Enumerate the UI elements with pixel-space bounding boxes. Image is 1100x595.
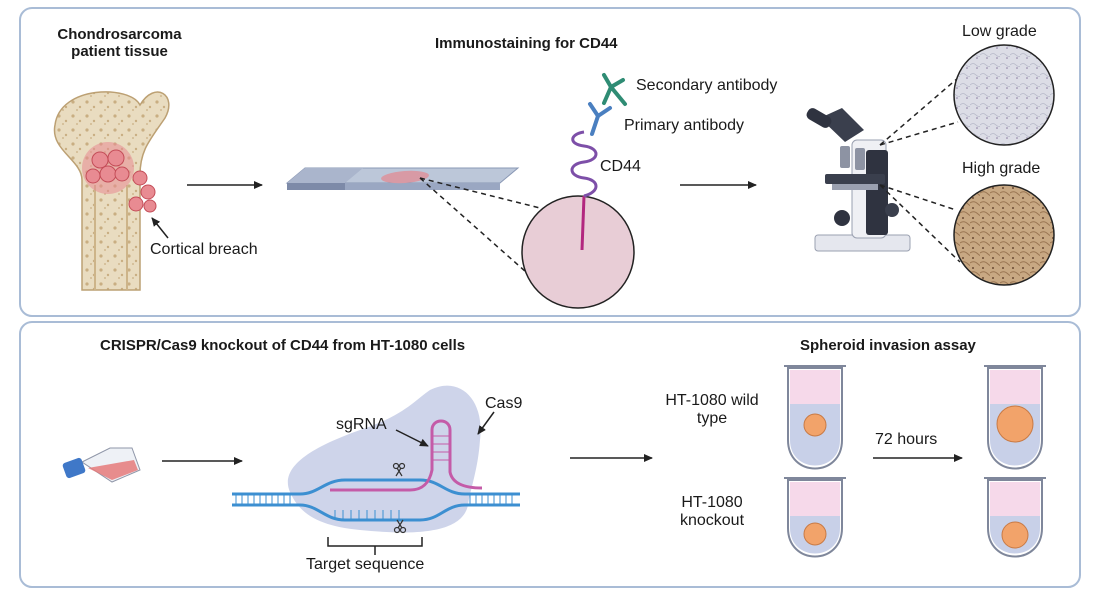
wild-type-label: HT-1080 wild type bbox=[650, 392, 774, 428]
cd44-receptor-icon bbox=[570, 130, 598, 251]
cas9-pointer bbox=[477, 411, 495, 435]
cortical-breach-label: Cortical breach bbox=[150, 241, 258, 258]
secondary-antibody-label: Secondary antibody bbox=[636, 77, 778, 94]
cortical-breach-pointer bbox=[151, 217, 169, 239]
well-knockout-72h bbox=[984, 477, 1046, 558]
wild-type-label-line2: type bbox=[696, 410, 728, 427]
tissue-title-line1: Chondrosarcoma bbox=[57, 26, 182, 43]
zoom-line-low-2 bbox=[879, 121, 959, 146]
spheroid-title: Spheroid invasion assay bbox=[800, 337, 976, 354]
zoom-line-low-1 bbox=[879, 77, 959, 146]
bottom-panel bbox=[19, 321, 1081, 588]
target-sequence-bracket bbox=[327, 537, 423, 555]
sgrna-label: sgRNA bbox=[336, 416, 387, 433]
time-label: 72 hours bbox=[875, 431, 938, 448]
tumor-cells-icon bbox=[82, 142, 157, 213]
crispr-title: CRISPR/Cas9 knockout of CD44 from HT-108… bbox=[100, 337, 466, 354]
sgrna-base-pairs bbox=[432, 435, 450, 461]
high-grade-histology-image bbox=[953, 184, 1055, 286]
secondary-antibody-icon bbox=[602, 73, 627, 106]
zoom-line-high-1 bbox=[879, 184, 957, 211]
knockout-label-line2: knockout bbox=[679, 512, 745, 529]
zoom-line-2 bbox=[419, 177, 527, 273]
primary-antibody-label: Primary antibody bbox=[624, 117, 745, 134]
cd44-label: CD44 bbox=[600, 158, 641, 175]
cas9-label: Cas9 bbox=[485, 395, 523, 412]
high-grade-label: High grade bbox=[962, 160, 1041, 177]
target-sequence-label: Target sequence bbox=[306, 556, 425, 573]
cas9-protein-icon bbox=[287, 385, 481, 533]
scissors-icon bbox=[392, 462, 407, 534]
knockout-label-line1: HT-1080 bbox=[681, 494, 743, 511]
sgrna-pointer bbox=[395, 429, 429, 447]
immunostaining-title: Immunostaining for CD44 bbox=[435, 35, 618, 52]
microscope-icon bbox=[806, 108, 911, 252]
well-wild-type-72h bbox=[984, 365, 1046, 470]
zoom-line-1 bbox=[419, 177, 541, 209]
glass-slide-icon bbox=[285, 167, 520, 190]
cell-culture-flask-icon bbox=[62, 447, 141, 483]
well-wild-type-0h bbox=[784, 365, 846, 470]
tissue-cell-circle bbox=[521, 195, 635, 309]
wild-type-label-line1: HT-1080 wild bbox=[665, 392, 759, 409]
tissue-title-line2: patient tissue bbox=[71, 43, 168, 60]
dna-base-pairs bbox=[235, 494, 513, 520]
primary-antibody-icon bbox=[588, 102, 612, 136]
zoom-line-high-2 bbox=[879, 184, 961, 263]
tissue-title: Chondrosarcoma patient tissue bbox=[32, 26, 207, 60]
low-grade-label: Low grade bbox=[962, 23, 1037, 40]
sgrna-icon bbox=[330, 419, 483, 492]
well-knockout-0h bbox=[784, 477, 846, 558]
low-grade-histology-image bbox=[953, 44, 1055, 146]
knockout-label: HT-1080 knockout bbox=[660, 494, 764, 530]
